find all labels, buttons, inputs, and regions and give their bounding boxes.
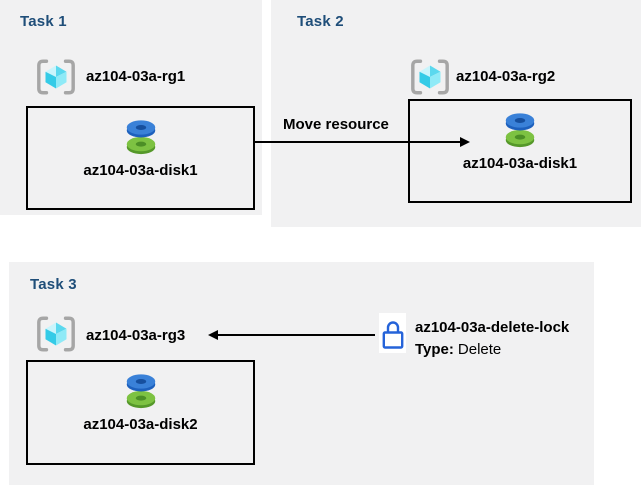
lock-arrowhead-icon bbox=[208, 330, 218, 340]
disk-icon bbox=[126, 120, 155, 155]
task3-resource-group-label: az104-03a-rg3 bbox=[86, 327, 186, 344]
lock-arrow-line bbox=[217, 334, 375, 336]
lock-icon bbox=[379, 313, 406, 353]
resource-group-icon bbox=[37, 59, 75, 95]
task3-resource-box: az104-03a-disk2 bbox=[26, 360, 255, 465]
task1-resource-box: az104-03a-disk1 bbox=[26, 106, 255, 210]
lock-type-value: Delete bbox=[457, 341, 502, 358]
task2-disk-label: az104-03a-disk1 bbox=[462, 155, 578, 172]
move-resource-arrow-line bbox=[255, 141, 461, 143]
move-resource-label: Move resource bbox=[283, 116, 389, 133]
lock-type-label: Type: bbox=[415, 341, 454, 358]
lock-glyph bbox=[382, 321, 403, 349]
disk-icon bbox=[126, 374, 155, 409]
move-resource-arrowhead-icon bbox=[460, 137, 470, 147]
task2-title: Task 2 bbox=[297, 13, 344, 30]
lock-type-line: Type:Delete bbox=[415, 339, 501, 361]
task1-disk-label: az104-03a-disk1 bbox=[83, 162, 198, 179]
task2-resource-box: az104-03a-disk1 bbox=[408, 99, 632, 203]
task2-resource-group-label: az104-03a-rg2 bbox=[456, 68, 556, 85]
task1-resource-group-label: az104-03a-rg1 bbox=[86, 68, 186, 85]
lock-name-label: az104-03a-delete-lock bbox=[415, 319, 570, 336]
task3-panel bbox=[9, 262, 594, 485]
disk-icon bbox=[505, 113, 535, 148]
resource-group-icon bbox=[37, 316, 75, 352]
task3-title: Task 3 bbox=[30, 276, 77, 293]
resource-group-icon bbox=[411, 59, 449, 95]
task1-title: Task 1 bbox=[20, 13, 67, 30]
task3-disk-label: az104-03a-disk2 bbox=[83, 416, 198, 433]
task2-panel bbox=[271, 0, 641, 227]
